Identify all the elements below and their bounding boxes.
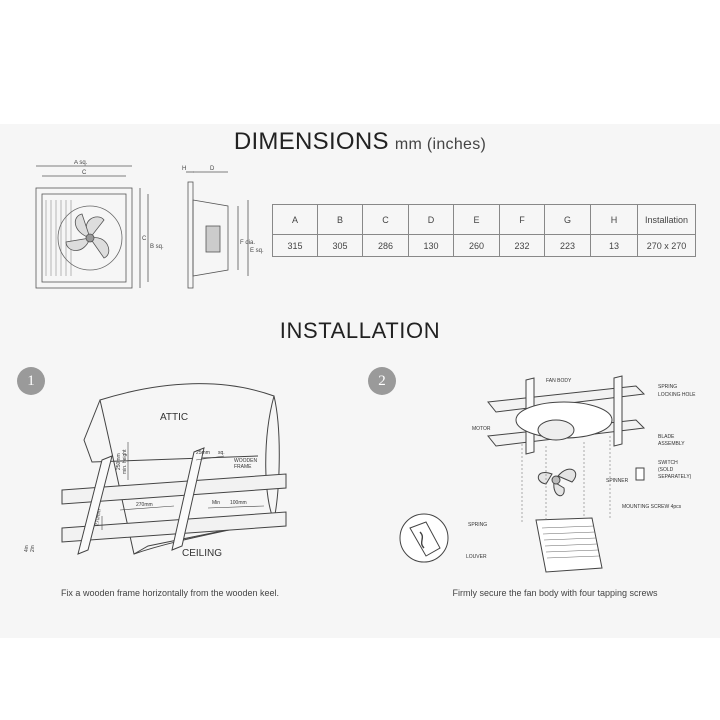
label-e-sq: E sq. [250,248,264,254]
min-label: Min [212,500,220,506]
side-view-outline [187,181,194,289]
table-header-cell: D [408,204,454,235]
dimension-drawing: A sq. C C B sq. H D F dia. E sq. [35,160,264,289]
table-header-row: A B C D E F G H Installation [272,204,696,235]
min-value-label: 100mm [230,500,247,506]
dimensions-unit: mm (inches) [394,136,487,153]
table-value-cell: 13 [590,234,638,257]
ceiling-label: CEILING [182,548,222,559]
switch-label: SWITCH [658,460,678,466]
switch-label-2: (SOLD [658,467,674,473]
blade-label: BLADE [658,434,675,440]
table-value-cell: 286 [362,234,409,257]
step-2-badge: 2 [368,367,396,395]
louver-label: LOUVER [466,554,487,560]
step-1-illustration: ATTIC CEILING 250mm min. height 270mm 27… [24,383,287,559]
label-f-dia: F dia. [240,240,255,246]
attic-label: ATTIC [160,412,188,423]
table-value-cell: 223 [544,234,591,257]
side-a-label: 4in [24,545,30,552]
table-header-cell: E [453,204,500,235]
table-value-cell: 315 [272,234,318,257]
height-note-label: min. height [122,449,128,474]
table-values-row: 315 305 286 130 260 232 223 13 270 x 270 [272,234,696,257]
table-header-cell: H [590,204,638,235]
blade-label-2: ASSEMBLY [658,441,685,447]
table-header-cell: B [317,204,363,235]
label-h: H [182,166,186,172]
gap-label: 25mm [196,450,210,456]
front-view-outline [35,187,133,289]
spring-hole-label: SPRING [658,384,677,390]
spring-label: SPRING [468,522,487,528]
table-value-cell: 232 [499,234,545,257]
fan-body-label: FAN BODY [546,378,572,384]
table-value-cell: 305 [317,234,363,257]
table-header-cell: F [499,204,545,235]
depth-label: 270mm [94,509,103,526]
switch-label-3: SEPARATELY) [658,474,692,480]
table-header-cell: A [272,204,318,235]
step-1-caption: Fix a wooden frame horizontally from the… [60,588,280,598]
table-value-cell: 130 [408,234,454,257]
width-label: 270mm [136,502,153,508]
spinner-label: SPINNER [606,478,629,484]
side-b-label: 2in [30,545,36,552]
dimensions-title: DIMENSIONS mm (inches) [0,128,720,156]
frame-label-2: FRAME [234,464,252,470]
label-b-sq: B sq. [150,244,164,250]
table-header-cell: C [362,204,409,235]
table-value-cell: 260 [453,234,500,257]
step-2-caption: Firmly secure the fan body with four tap… [452,588,658,598]
label-a-sq: A sq. [74,160,88,166]
frame-label: WOODEN [234,458,257,464]
motor-label: MOTOR [472,426,491,432]
table-header-cell: G [544,204,591,235]
spring-hole-label-2: LOCKING HOLE [658,392,696,398]
label-c-side: C [142,236,147,242]
gap-suffix-label: sq. [218,450,225,456]
step-2-illustration: FAN BODY SPRING LOCKING HOLE MOTOR BLADE… [399,375,696,573]
mounting-screw-label: MOUNTING SCREW 4pcs [622,504,682,510]
dimensions-table: A B C D E F G H Installation 315 305 286… [272,204,696,257]
installation-title: INSTALLATION [279,318,441,343]
height-label: 250mm [116,453,122,470]
dimensions-heading: DIMENSIONS [233,128,389,155]
label-c: C [82,170,87,176]
step-1-badge: 1 [17,367,45,395]
label-d: D [210,166,215,172]
table-header-cell: Installation [637,204,696,235]
table-value-cell: 270 x 270 [637,234,696,257]
